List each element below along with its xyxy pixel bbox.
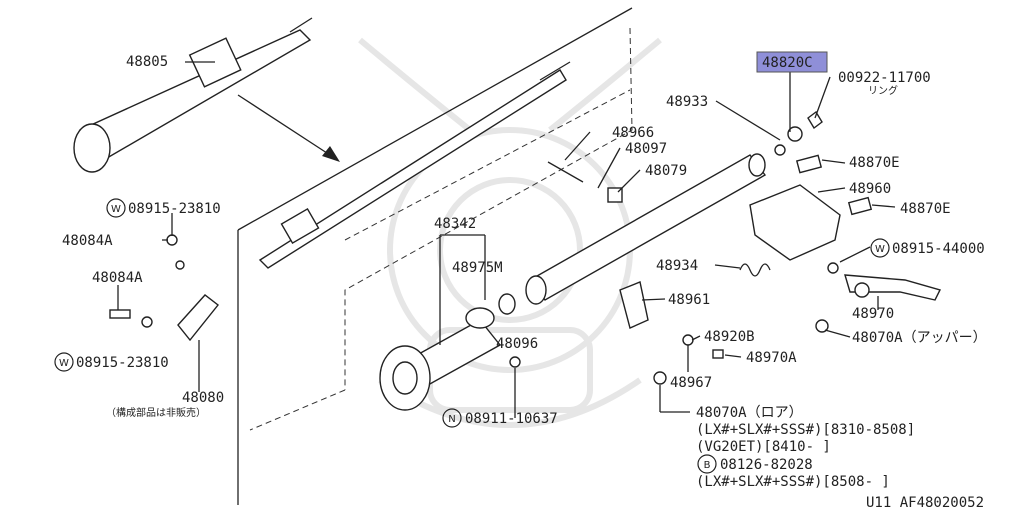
label-48084a-b: 48084A <box>92 270 143 286</box>
label-48080-note: （構成部品は非販売） <box>106 406 206 419</box>
bracket-48960 <box>749 154 873 261</box>
lower-jacket-48342 <box>379 293 516 411</box>
label-48070a-lower: 48070A（ロア） <box>696 405 803 421</box>
circled-markers: W W W N B <box>54 198 890 474</box>
label-08915-23810-a: 08915-23810 <box>128 201 221 217</box>
label-48070a-upper: 48070A（アッパー） <box>852 330 987 346</box>
note-line-1: (LX#+SLX#+SSS#)[8310-8508] <box>696 422 915 438</box>
spring-48934 <box>739 263 771 277</box>
bracket-48961 <box>619 281 649 329</box>
label-48084a-a: 48084A <box>62 233 113 249</box>
note-line-2: (VG20ET)[8410- ] <box>696 439 831 455</box>
boundary-lines <box>237 7 633 505</box>
label-48960: 48960 <box>849 181 891 197</box>
joint-48080 <box>177 294 219 342</box>
highlight-48820c <box>756 51 828 73</box>
label-48970a: 48970A <box>746 350 797 366</box>
label-48870e-a: 48870E <box>849 155 900 171</box>
label-48975m: 48975M <box>452 260 503 276</box>
marker-n: N <box>448 414 455 425</box>
marker-w-1: W <box>111 204 121 215</box>
label-48820c[interactable]: 48820C <box>762 55 813 71</box>
label-08915-44000: 08915-44000 <box>892 241 985 257</box>
note-line-3: (LX#+SLX#+SSS#)[8508- ] <box>696 474 890 490</box>
column-tube <box>525 153 767 305</box>
marker-w-2: W <box>59 358 69 369</box>
label-48933: 48933 <box>666 94 708 110</box>
marker-w-3: W <box>875 244 885 255</box>
label-00922-11700: 00922-11700 <box>838 70 931 86</box>
label-48096: 48096 <box>496 336 538 352</box>
watermark-emblem <box>358 37 662 428</box>
label-48934: 48934 <box>656 258 698 274</box>
label-48805: 48805 <box>126 54 168 70</box>
label-48342: 48342 <box>434 216 476 232</box>
lever-48970 <box>844 274 942 301</box>
label-08126-82028: 08126-82028 <box>720 457 813 473</box>
intermediate-shaft <box>258 61 571 269</box>
marker-b: B <box>704 460 711 471</box>
direction-arrow <box>237 94 340 162</box>
label-48079: 48079 <box>645 163 687 179</box>
label-48097: 48097 <box>625 141 667 157</box>
label-48920b: 48920B <box>704 329 755 345</box>
label-48967: 48967 <box>670 375 712 391</box>
label-48970: 48970 <box>852 306 894 322</box>
steering-column-assembly-48805 <box>73 17 313 173</box>
footer-code: U11 AF48020052 <box>866 495 984 511</box>
label-00922-sub: リング <box>868 84 898 97</box>
leader-lines <box>117 61 896 418</box>
label-48080: 48080 <box>182 390 224 406</box>
label-48966: 48966 <box>612 125 654 141</box>
label-08915-23810-b: 08915-23810 <box>76 355 169 371</box>
label-08911-10637: 08911-10637 <box>465 411 558 427</box>
label-48870e-b: 48870E <box>900 201 951 217</box>
label-48961: 48961 <box>668 292 710 308</box>
